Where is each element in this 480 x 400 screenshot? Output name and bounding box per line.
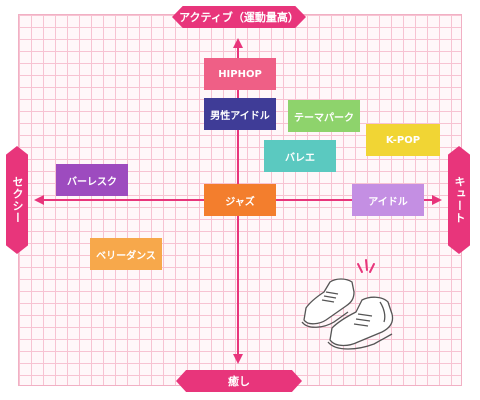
genre-burlesque: バーレスク	[56, 164, 128, 196]
axis-label-left: セクシー	[6, 146, 28, 254]
genre-jazz: ジャズ	[204, 184, 276, 216]
genre-male-idol: 男性アイドル	[204, 98, 276, 130]
genre-belly-dance: ベリーダンス	[90, 238, 162, 270]
sparkle-icon	[357, 259, 375, 273]
axis-label-right: キュート	[448, 146, 470, 254]
genre-idol: アイドル	[352, 184, 424, 216]
sneakers-illustration	[301, 259, 394, 350]
arrow-left-icon	[34, 195, 44, 205]
arrow-down-icon	[233, 354, 243, 364]
genre-kpop: K-POP	[366, 124, 440, 156]
arrow-right-icon	[432, 195, 442, 205]
arrow-up-icon	[233, 38, 243, 48]
sneaker-front-icon	[327, 296, 394, 350]
axis-label-top: アクティブ（運動量高）	[172, 6, 306, 28]
genre-theme-park: テーマパーク	[288, 100, 360, 132]
genre-hiphop: HIPHOP	[204, 58, 276, 90]
sneaker-back-icon	[301, 278, 355, 328]
axis-label-bottom: 癒し	[176, 370, 302, 392]
genre-ballet: バレエ	[264, 140, 336, 172]
